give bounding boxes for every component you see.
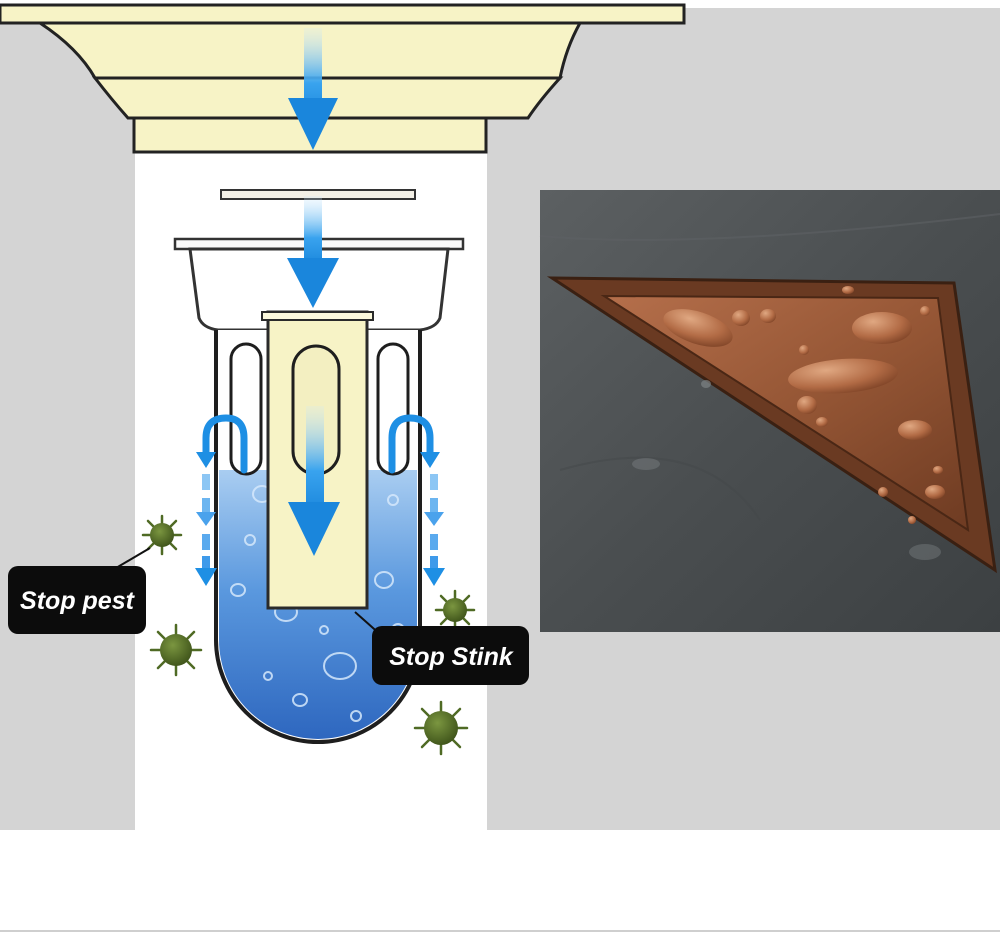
drain-cover [600,294,970,533]
product-photo [539,190,1000,632]
bug-icon [141,514,183,556]
u-turn-arrow-icon [196,452,440,468]
stop-pest-label: Stop pest [20,587,136,615]
stop-stink-tag: Stop Stink [354,611,529,685]
side-flow-arrows-right [423,474,445,586]
stop-stink-label: Stop Stink [389,643,514,671]
u-turn-arrow-icon [202,414,434,474]
down-arrow-icon [288,406,340,556]
stop-pest-tag: Stop pest [8,547,151,634]
bug-icon [149,623,203,677]
down-arrow-icon [287,196,339,308]
bug-icon [434,589,476,631]
down-arrow-icon [288,28,338,150]
water-droplet-icon [632,286,945,560]
center-tube [261,310,374,610]
background-left-panel [0,8,135,830]
bug-icon [413,700,469,756]
side-flow-arrows-left [195,474,217,586]
trap-side-slots [229,342,410,476]
